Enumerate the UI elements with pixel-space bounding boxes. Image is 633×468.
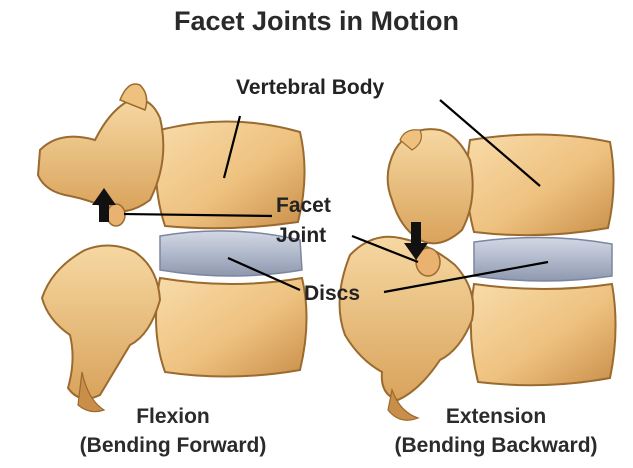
flexion-spine: [38, 84, 307, 412]
extension-upper-facet-process: [388, 129, 473, 243]
extension-lower-vertebral-body: [471, 284, 616, 385]
flexion-caption: Flexion (Bending Forward): [48, 402, 298, 460]
discs-label: Discs: [304, 282, 360, 306]
extension-disc: [474, 237, 612, 281]
page-title: Facet Joints in Motion: [0, 6, 633, 37]
facet-label-line2: Joint: [276, 224, 326, 248]
flexion-caption-line2: (Bending Forward): [48, 431, 298, 460]
extension-lower-facet-process: [340, 237, 474, 400]
facet-label-line1: Facet: [276, 194, 331, 218]
extension-caption: Extension (Bending Backward): [368, 402, 624, 460]
flexion-lower-facet-process: [42, 245, 160, 398]
extension-caption-line1: Extension: [368, 402, 624, 431]
extension-caption-line2: (Bending Backward): [368, 431, 624, 460]
flexion-caption-line1: Flexion: [48, 402, 298, 431]
vertebral-body-label: Vertebral Body: [236, 76, 384, 100]
flexion-lower-vertebral-body: [156, 278, 307, 377]
